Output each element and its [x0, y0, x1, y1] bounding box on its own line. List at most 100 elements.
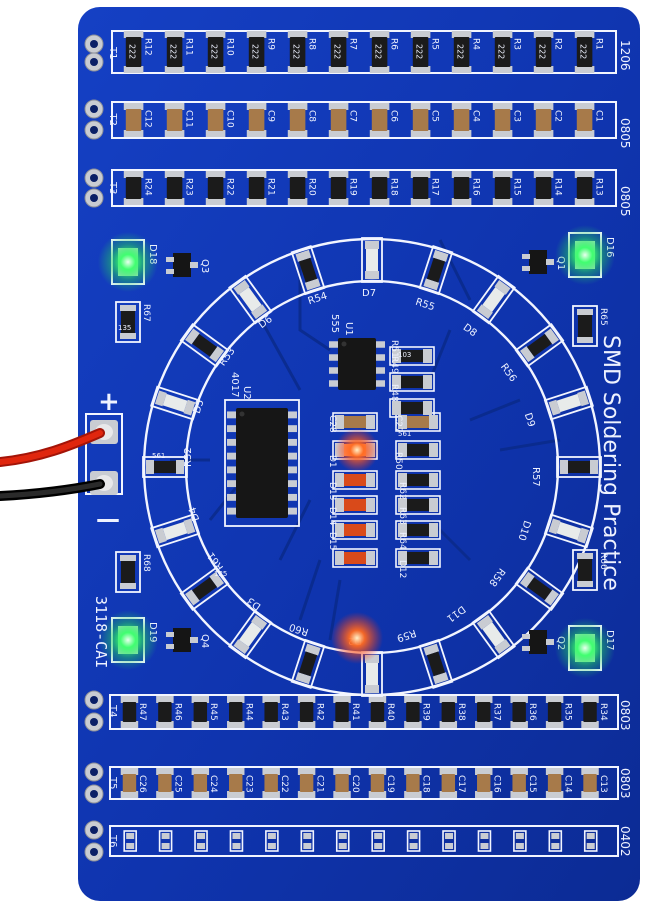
resistor: [406, 702, 420, 722]
pad: [227, 791, 245, 798]
pad: [423, 278, 440, 291]
component-label: R47: [137, 703, 147, 721]
resistor-outline: [115, 301, 141, 343]
resistor-code: 561: [398, 430, 411, 438]
resistor-code: 135: [118, 324, 131, 332]
ring-resistor: [418, 638, 454, 690]
footprint-outline: [265, 830, 279, 852]
ic-pin: [329, 367, 338, 374]
component-label: C24: [208, 775, 218, 793]
through-hole-center: [90, 194, 98, 202]
pad: [492, 66, 513, 73]
pad: [439, 721, 458, 728]
pad: [551, 843, 560, 849]
connector-label: T4: [107, 704, 118, 717]
pad: [475, 768, 493, 775]
capacitor: [289, 109, 306, 131]
ic-555: [338, 338, 376, 390]
capacitor: [406, 774, 420, 792]
ic-pin: [288, 438, 297, 446]
pad: [546, 259, 554, 265]
ic-pin: [227, 466, 236, 474]
footprint-outline: [194, 830, 208, 852]
package-size-label: 1206: [618, 40, 632, 71]
pad: [333, 791, 351, 798]
resistor-code: 222: [415, 44, 424, 59]
ring-resistor: [418, 244, 454, 296]
component-label: C8: [306, 110, 316, 122]
ic-pin: [227, 493, 236, 501]
package-size-label: 0805: [618, 186, 632, 217]
pad: [510, 696, 528, 703]
resistor: [407, 552, 429, 564]
component-label: R51: [389, 340, 399, 358]
pad: [548, 518, 561, 535]
footprint-outline: [300, 830, 315, 852]
pad: [166, 257, 174, 262]
pad: [533, 31, 554, 38]
component-label: R38: [456, 703, 466, 721]
diode: [344, 552, 366, 564]
pad: [492, 31, 513, 38]
part-outline: [389, 346, 435, 366]
ic-pin: [227, 480, 236, 488]
pad: [533, 198, 554, 205]
pad: [522, 254, 530, 259]
pad: [398, 473, 407, 487]
component-label: C6: [388, 110, 398, 122]
outline: [149, 385, 201, 421]
through-hole-center: [90, 126, 98, 134]
pad: [205, 171, 226, 178]
board-title: SMD Soldering Practice: [598, 335, 623, 591]
outline: [290, 638, 326, 690]
pad: [410, 103, 431, 110]
resistor: [371, 177, 388, 199]
pad: [267, 833, 276, 839]
component-label: C5: [429, 110, 439, 122]
pad: [156, 721, 174, 728]
row-outline: [109, 825, 619, 857]
body: [527, 334, 552, 357]
resistor-code: 222: [374, 44, 383, 59]
pad: [262, 768, 280, 775]
pad: [287, 130, 308, 137]
pad: [432, 249, 449, 262]
pad: [227, 768, 245, 775]
pad: [156, 696, 174, 703]
resistor: [547, 702, 562, 722]
pad: [366, 523, 375, 537]
pad: [439, 768, 458, 775]
component-label: C21: [314, 775, 324, 793]
pad: [369, 171, 390, 178]
pad: [398, 498, 407, 512]
component-label: C18: [421, 775, 431, 793]
pad: [429, 415, 438, 429]
resistor: [229, 702, 243, 722]
footprint-outline: [158, 830, 173, 852]
component-label: R15: [511, 178, 521, 196]
ring-resistor: [514, 323, 565, 368]
resistor-code: 222: [210, 44, 219, 59]
pad: [366, 498, 375, 512]
led-glow: [331, 612, 383, 664]
ring-resistor: [290, 244, 326, 296]
component-label: R22: [224, 178, 234, 196]
transistor-body: [173, 628, 191, 652]
pad: [297, 696, 316, 703]
copper-trace: [298, 559, 322, 621]
pad: [156, 791, 174, 798]
pad: [161, 843, 170, 849]
component-label: R11: [183, 38, 193, 56]
resistor: [289, 37, 306, 67]
component-label: R42: [314, 703, 324, 721]
pad: [510, 721, 528, 728]
pad: [120, 721, 139, 728]
pad: [429, 523, 438, 537]
copper-trace: [469, 398, 521, 422]
component-label: C22: [279, 775, 289, 793]
pad: [303, 843, 312, 849]
pad: [333, 768, 351, 775]
pad: [164, 171, 185, 178]
